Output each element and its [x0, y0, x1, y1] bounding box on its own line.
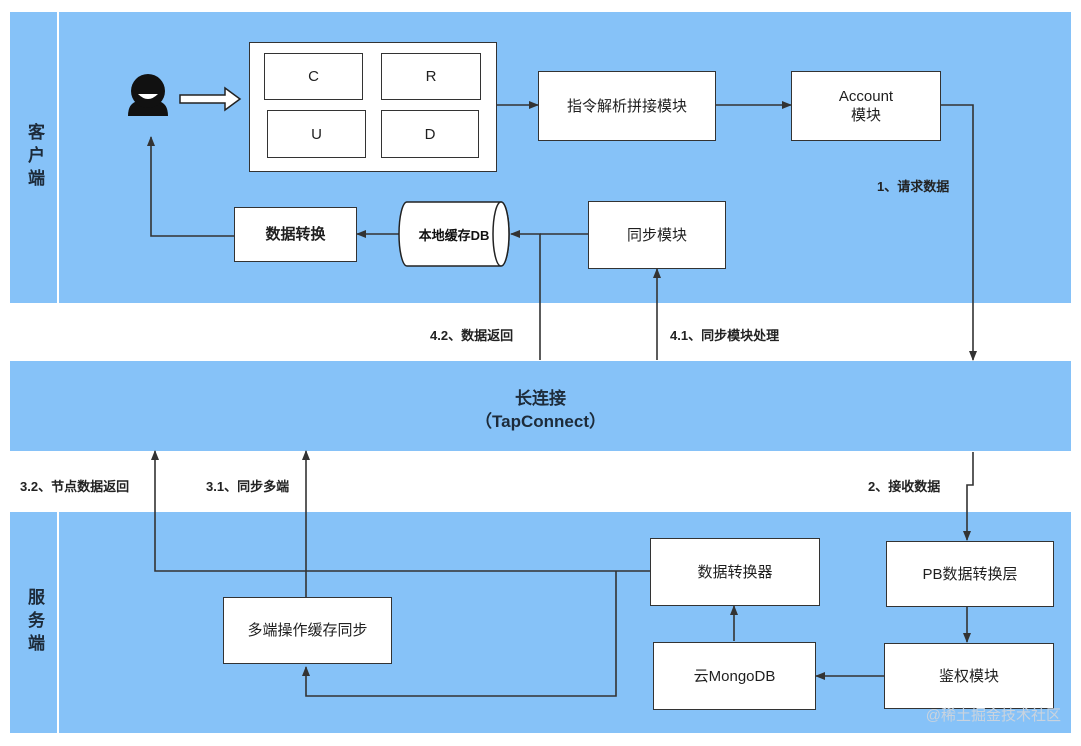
- step31-label: 3.1、同步多端: [206, 479, 290, 494]
- long-connection-title: 长连接: [515, 389, 566, 408]
- longconn-to-cache-arrow: [510, 230, 541, 360]
- data-convert-box: 数据转换: [234, 207, 357, 262]
- converter-to-longconn-arrow: [151, 450, 650, 572]
- step42-label: 4.2、数据返回: [430, 328, 514, 343]
- crud-r-box: R: [381, 53, 481, 100]
- step41-label: 4.1、同步模块处理: [670, 328, 780, 343]
- client-region-text: 客户端: [25, 123, 44, 192]
- converter-to-multisync-arrow: [302, 571, 617, 697]
- server-region-text: 服务端: [25, 588, 44, 657]
- long-connection-subtitle: （TapConnect）: [475, 412, 606, 431]
- account-to-longconn-arrow: [941, 104, 977, 361]
- convert-to-user-arrow: [147, 136, 234, 237]
- sync-module-box: 同步模块: [588, 201, 726, 269]
- account-line1: Account: [838, 88, 894, 105]
- cylinder-icon: [398, 201, 510, 267]
- crud-c-box: C: [264, 53, 363, 100]
- auth-module-box: 鉴权模块: [884, 643, 1054, 709]
- hollow-arrow-icon: [179, 86, 242, 112]
- parser-module-box: 指令解析拼接模块: [538, 71, 716, 141]
- pb-layer-box: PB数据转换层: [886, 541, 1054, 607]
- crud-u-box: U: [267, 110, 366, 158]
- crud-d-box: D: [381, 110, 479, 158]
- mongo-box: 云MongoDB: [653, 642, 816, 710]
- watermark: @稀土掘金技术社区: [925, 707, 1061, 724]
- cache-db-label: 本地缓存DB: [418, 228, 490, 243]
- client-divider: [57, 12, 59, 303]
- longconn-to-pb-arrow: [963, 452, 974, 541]
- long-connection-band: [10, 361, 1071, 451]
- client-region-label: 客户端: [10, 12, 58, 303]
- multi-sync-box: 多端操作缓存同步: [223, 597, 392, 664]
- converter-box: 数据转换器: [650, 538, 820, 606]
- account-line2: 模块: [850, 107, 881, 124]
- user-icon: [128, 74, 168, 116]
- step2-label: 2、接收数据: [868, 479, 941, 494]
- step32-label: 3.2、节点数据返回: [20, 479, 130, 494]
- server-region-label: 服务端: [10, 512, 58, 733]
- server-divider: [57, 512, 59, 733]
- account-module-box: Account 模块: [791, 71, 941, 141]
- step1-label: 1、请求数据: [877, 179, 950, 194]
